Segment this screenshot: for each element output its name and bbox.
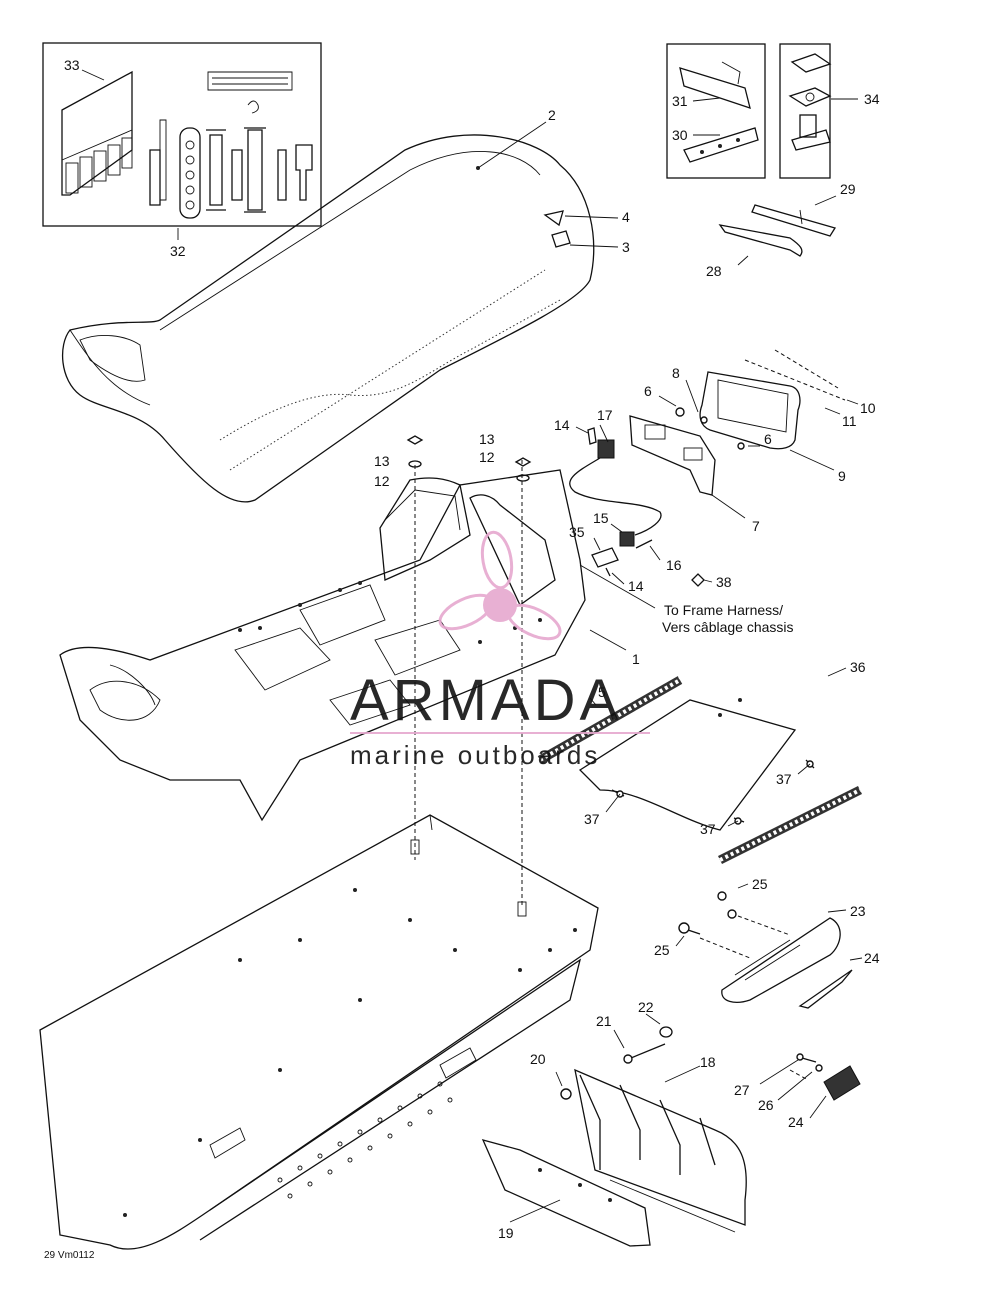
watermark-brand: ARMADA <box>350 668 622 733</box>
callout-13b: 13 <box>479 431 495 447</box>
watermark-tagline: marine outboards <box>350 740 600 770</box>
callout-20: 20 <box>530 1051 546 1067</box>
callout-22: 22 <box>638 999 654 1015</box>
callout-1: 1 <box>632 651 640 667</box>
callout-38: 38 <box>716 574 732 590</box>
callout-30: 30 <box>672 127 688 143</box>
callout-17: 17 <box>597 407 613 423</box>
callout-18: 18 <box>700 1054 716 1070</box>
callout-2: 2 <box>548 107 556 123</box>
watermark: ARMADA marine outboards <box>350 530 650 770</box>
callout-31: 31 <box>672 93 688 109</box>
harness-note-line1: To Frame Harness/ <box>664 602 783 618</box>
callout-11: 11 <box>842 413 857 429</box>
callout-15: 15 <box>593 510 609 526</box>
callout-27: 27 <box>734 1082 750 1098</box>
rear-bumper-group: 18 20 21 22 19 <box>481 999 747 1247</box>
grab-handle-group: 36 5 37 37 37 <box>537 659 880 865</box>
callout-28: 28 <box>706 263 722 279</box>
callout-13a: 13 <box>374 453 390 469</box>
callout-19: 19 <box>498 1225 514 1241</box>
latch-box-group: 34 <box>779 43 880 179</box>
wiring-group: 17 14 15 16 35 14 38 To Frame Harness/ V… <box>554 407 794 635</box>
callout-21: 21 <box>596 1013 612 1029</box>
callout-35: 35 <box>569 524 585 540</box>
callout-24b: 24 <box>788 1114 804 1130</box>
tunnel-group <box>39 814 599 1250</box>
callout-16: 16 <box>666 557 682 573</box>
callout-25a: 25 <box>752 876 768 892</box>
watermark-logo <box>438 530 562 641</box>
callout-32: 32 <box>170 243 186 259</box>
callout-7: 7 <box>752 518 760 534</box>
callout-37a: 37 <box>776 771 792 787</box>
figure-code: 29 Vm0112 <box>44 1250 95 1261</box>
callout-4: 4 <box>622 209 630 225</box>
callout-23: 23 <box>850 903 866 919</box>
reflector-group: 25 25 23 24 27 26 24 <box>654 876 880 1130</box>
callout-12a: 12 <box>374 473 390 489</box>
rear-fender-group: 1 13 12 13 12 <box>59 431 640 917</box>
callout-10: 10 <box>860 400 876 416</box>
bracket-box-group: 31 30 <box>666 43 766 179</box>
callout-14b: 14 <box>628 578 644 594</box>
callout-6a: 6 <box>644 383 652 399</box>
tool-kit-group: 33 32 <box>42 42 322 259</box>
callout-9: 9 <box>838 468 846 484</box>
seat-bracket-group: 29 28 <box>706 181 856 279</box>
callout-29: 29 <box>840 181 856 197</box>
callout-24a: 24 <box>864 950 880 966</box>
callout-33: 33 <box>64 57 80 73</box>
callout-3: 3 <box>622 239 630 255</box>
callout-5: 5 <box>598 684 606 700</box>
callout-37b: 37 <box>584 811 600 827</box>
callout-26: 26 <box>758 1097 774 1113</box>
callout-36: 36 <box>850 659 866 675</box>
callout-25b: 25 <box>654 942 670 958</box>
callout-8: 8 <box>672 365 680 381</box>
callout-12b: 12 <box>479 449 495 465</box>
callout-37c: 37 <box>700 821 716 837</box>
callout-6b: 6 <box>764 431 772 447</box>
seat-group: 2 4 3 <box>61 107 630 503</box>
harness-note-line2: Vers câblage chassis <box>662 619 794 635</box>
taillight-group: 6 8 6 7 9 11 10 <box>629 349 876 534</box>
callout-34: 34 <box>864 91 880 107</box>
callout-14a: 14 <box>554 417 570 433</box>
